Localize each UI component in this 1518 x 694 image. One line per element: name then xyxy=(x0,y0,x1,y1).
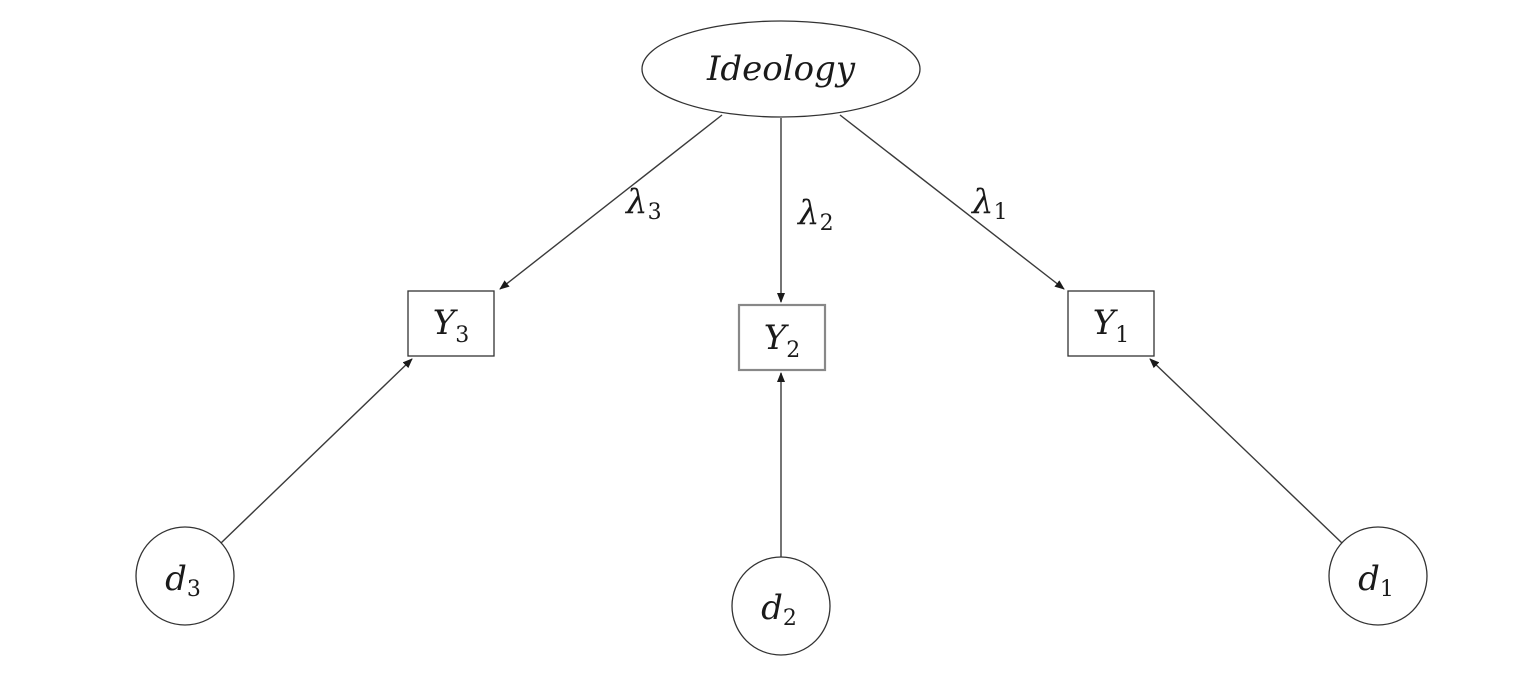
loading-subscript: 3 xyxy=(648,200,662,225)
error-subscript: 1 xyxy=(1380,577,1394,602)
indicator-label: Y xyxy=(433,303,459,343)
indicator-label: Y xyxy=(1093,303,1119,343)
error-subscript: 2 xyxy=(783,606,797,631)
loading-subscript: 2 xyxy=(820,211,834,236)
edge-ideology-to-y3 xyxy=(499,114,723,290)
latent-label: Ideology xyxy=(706,49,856,89)
edge-ideology-to-y1 xyxy=(839,114,1065,290)
error-node-d3: d3 xyxy=(135,526,235,626)
error-node-d2: d2 xyxy=(731,556,831,656)
svg-text:d2: d2 xyxy=(761,588,797,631)
indicator-subscript: 3 xyxy=(455,323,469,348)
indicator-node-y1: Y1 xyxy=(1067,290,1155,357)
edge-d1-to-y1 xyxy=(1149,358,1343,544)
loading-label: λ xyxy=(796,193,820,233)
svg-text:Y3: Y3 xyxy=(433,303,469,348)
indicator-node-y3: Y3 xyxy=(407,290,495,357)
indicator-subscript: 2 xyxy=(786,338,800,363)
svg-text:Y1: Y1 xyxy=(1093,303,1129,348)
error-label: d xyxy=(165,559,187,599)
loading-lambda-2: λ2 xyxy=(796,193,834,236)
loading-lambda-1: λ1 xyxy=(970,182,1008,225)
indicator-subscript: 1 xyxy=(1115,323,1129,348)
error-label: d xyxy=(1358,559,1380,599)
error-node-d1: d1 xyxy=(1328,526,1428,626)
error-label: d xyxy=(761,588,783,628)
loading-label: λ xyxy=(624,182,648,222)
loading-label: λ xyxy=(970,182,994,222)
svg-text:d3: d3 xyxy=(165,559,201,602)
latent-node-ideology: Ideology xyxy=(641,20,921,118)
svg-text:d1: d1 xyxy=(1358,559,1394,602)
indicator-label: Y xyxy=(764,318,790,358)
indicator-node-y2: Y2 xyxy=(737,303,827,372)
loading-lambda-3: λ3 xyxy=(624,182,662,225)
edge-d3-to-y3 xyxy=(220,358,413,544)
svg-text:Y2: Y2 xyxy=(764,318,800,363)
error-subscript: 3 xyxy=(187,577,201,602)
loading-subscript: 1 xyxy=(994,200,1008,225)
